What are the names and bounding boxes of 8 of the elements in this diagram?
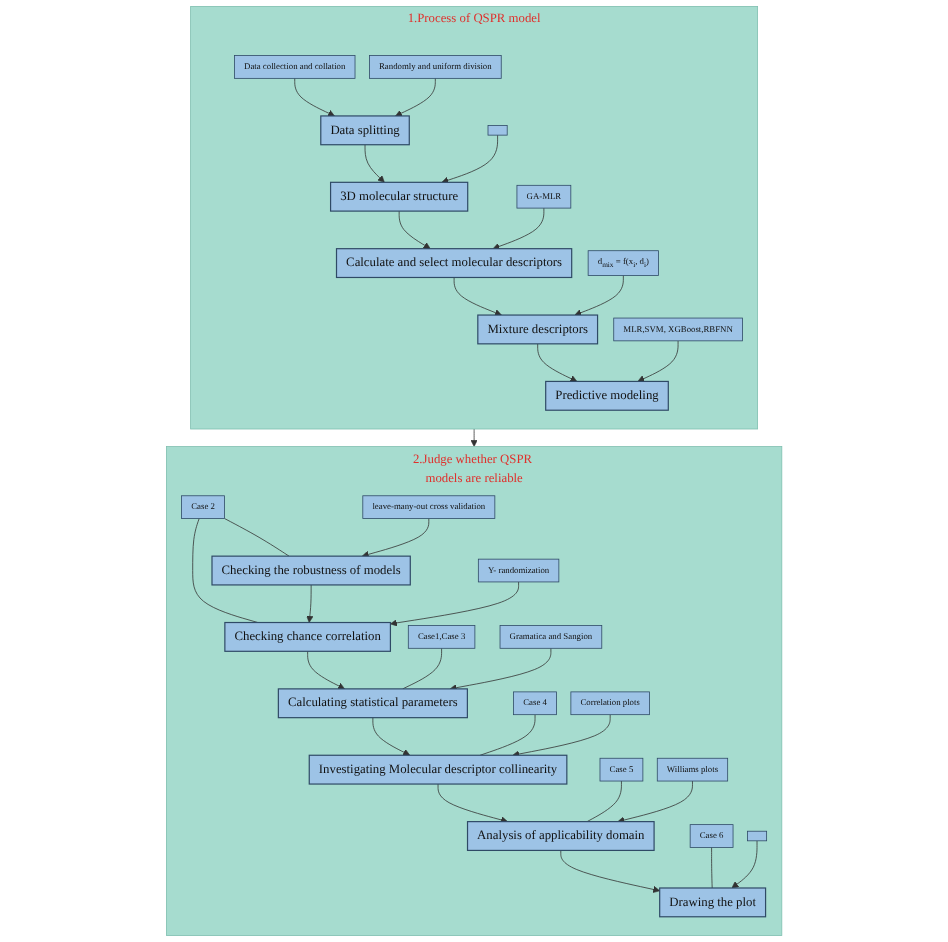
node-box (487, 125, 508, 136)
connector (586, 780, 622, 822)
node-box (746, 830, 767, 842)
connector (192, 518, 259, 623)
connector (711, 847, 713, 889)
connector (223, 518, 290, 557)
connector (402, 647, 442, 690)
connector (479, 714, 536, 756)
